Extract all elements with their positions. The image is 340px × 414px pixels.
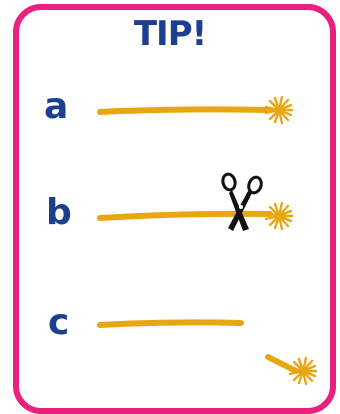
cord-a	[100, 109, 270, 112]
cord-b	[100, 214, 270, 218]
cord-c	[100, 322, 241, 325]
scissors-icon	[221, 173, 263, 231]
